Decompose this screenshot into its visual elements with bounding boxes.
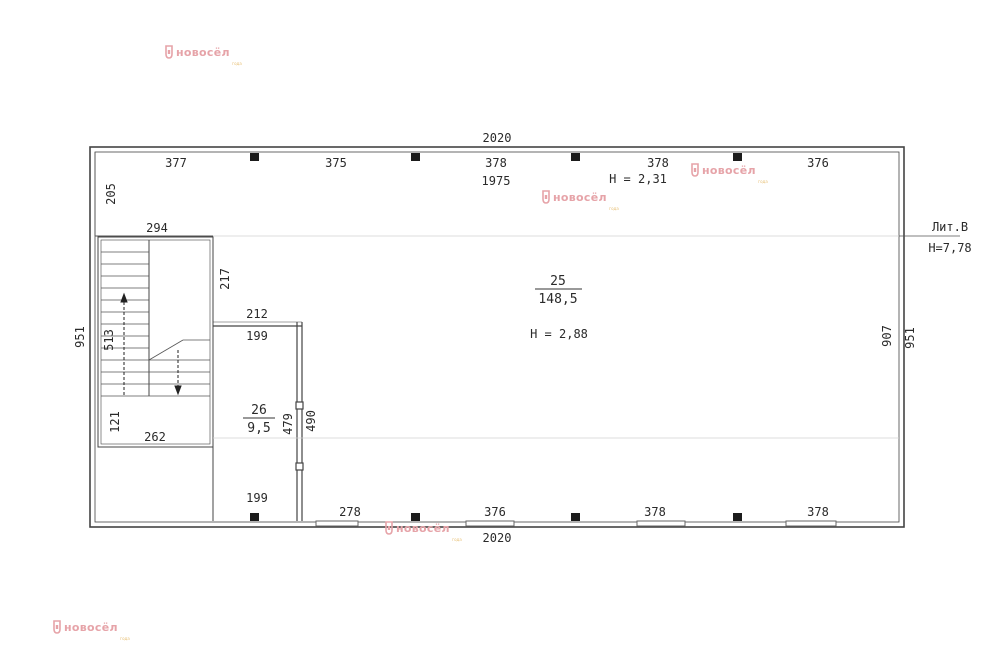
room-26-area: 9,5 xyxy=(247,421,270,436)
stair-arrows xyxy=(120,292,182,396)
small-room-top-outer-dim: 212 xyxy=(246,307,268,321)
small-room-top-inner-dim: 199 xyxy=(246,329,268,343)
watermark-year: года xyxy=(609,206,619,211)
small-room-outer-height-dim: 490 xyxy=(304,410,318,432)
top-seg-5: 376 xyxy=(807,156,829,170)
right-inner-dim: 907 xyxy=(880,325,894,347)
corner-notch xyxy=(94,152,213,237)
building-label: Лит.В Н=7,78 xyxy=(928,220,971,255)
bottom-total-dim: 2020 xyxy=(483,531,512,545)
bottom-seg-4: 378 xyxy=(807,505,829,519)
right-total-dim: 951 xyxy=(903,327,917,349)
bottom-seg-2: 376 xyxy=(484,505,506,519)
watermark-year: года xyxy=(120,636,130,641)
small-room-inner-height-dim: 479 xyxy=(281,413,295,435)
watermark-brand: новосёл xyxy=(553,191,607,204)
room-25-label: 25 148,5 Н = 2,88 xyxy=(530,274,588,341)
stair-bottom-side-dim: 121 xyxy=(108,411,122,433)
watermark-bottom-left: новосёл года xyxy=(53,620,130,641)
bottom-seg-1: 278 xyxy=(339,505,361,519)
room-26-number: 26 xyxy=(251,403,267,418)
room-26-label: 26 9,5 xyxy=(243,403,275,436)
watermark-top-left: новосёл года xyxy=(165,45,242,66)
room-25-area: 148,5 xyxy=(538,292,577,307)
columns-bottom xyxy=(250,513,742,521)
stair-width-dim: 262 xyxy=(144,430,166,444)
watermark-year: года xyxy=(232,61,242,66)
corner-notch-dim: 205 xyxy=(104,183,118,205)
top-seg-4: 378 xyxy=(647,156,669,170)
dimension-labels: 2020 377 375 378 378 376 1975 Н = 2,31 2… xyxy=(73,131,917,545)
room-25-height: Н = 2,88 xyxy=(530,327,588,341)
stair-top-dim: 294 xyxy=(146,221,168,235)
watermark-right-top: новосёл года xyxy=(691,163,768,184)
columns-top xyxy=(250,153,742,161)
small-room-walls xyxy=(213,321,304,521)
left-total-dim: 951 xyxy=(73,326,87,348)
top-total-dim: 2020 xyxy=(483,131,512,145)
interior-guides xyxy=(213,235,960,439)
stair-treads xyxy=(101,251,210,397)
outer-walls xyxy=(89,146,905,528)
building-litera: Лит.В xyxy=(932,220,968,234)
room-25-number: 25 xyxy=(550,274,566,289)
watermark-year: года xyxy=(758,179,768,184)
stair-length-dim: 513 xyxy=(102,329,116,351)
watermark-brand: новосёл xyxy=(64,621,118,634)
top-seg-2: 375 xyxy=(325,156,347,170)
small-room-bottom-dim: 199 xyxy=(246,491,268,505)
watermark-center-top: новосёл года xyxy=(542,190,619,211)
watermark-bottom-center: новосёл года xyxy=(385,521,462,542)
top-inner-dim: 1975 xyxy=(482,174,511,188)
top-seg-3: 378 xyxy=(485,156,507,170)
building-height: Н=7,78 xyxy=(928,241,971,255)
stair-right-dim: 217 xyxy=(218,268,232,290)
stair-block xyxy=(97,236,214,521)
watermark-brand: новосёл xyxy=(396,522,450,535)
top-height-label: Н = 2,31 xyxy=(609,172,667,186)
windows-bottom xyxy=(315,520,837,527)
watermark-brand: новосёл xyxy=(702,164,756,177)
watermark-brand: новосёл xyxy=(176,46,230,59)
top-seg-1: 377 xyxy=(165,156,187,170)
bottom-seg-3: 378 xyxy=(644,505,666,519)
watermark-year: года xyxy=(452,537,462,542)
